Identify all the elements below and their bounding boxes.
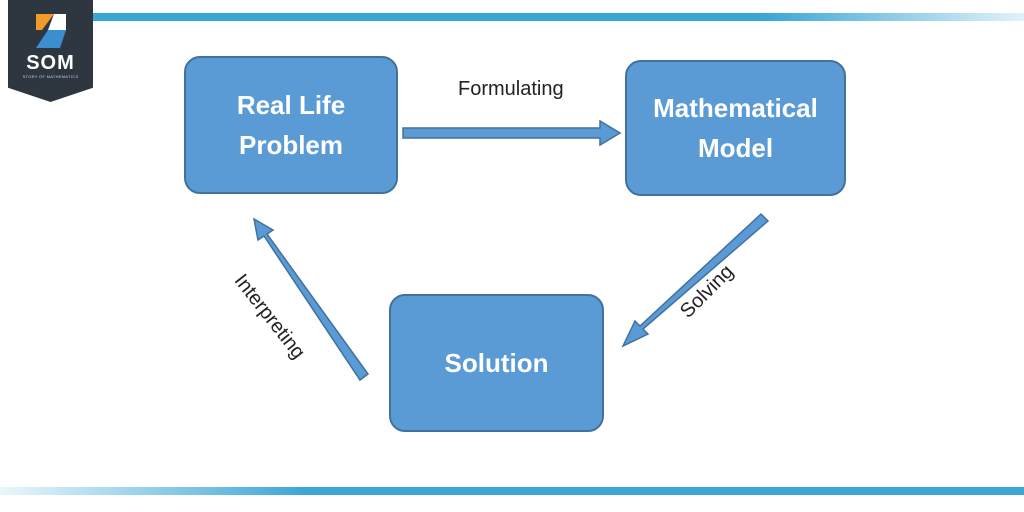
bottom-accent-bar — [0, 487, 1024, 495]
som-logo-mark-icon — [36, 14, 66, 48]
mathematical-model-line1: Mathematical — [653, 93, 818, 123]
real-life-problem-line2: Problem — [238, 130, 344, 160]
formulating-label: Formulating — [458, 78, 564, 100]
som-logo: SOM STORY OF MATHEMATICS — [8, 0, 93, 102]
top-accent-bar — [90, 13, 1024, 21]
formulating-arrow — [402, 119, 622, 147]
mathematical-model-line2: Model — [697, 133, 774, 163]
logo-text: SOM — [26, 52, 75, 74]
logo-subtext: STORY OF MATHEMATICS — [22, 74, 79, 79]
real-life-problem-line1: Real Life — [236, 90, 346, 120]
mathematical-model-node: Mathematical Model — [625, 60, 846, 196]
solution-label: Solution — [444, 348, 549, 378]
interpreting-arrow — [252, 217, 370, 382]
real-life-problem-node: Real Life Problem — [184, 56, 398, 194]
solution-node: Solution — [389, 294, 604, 432]
solving-arrow — [621, 212, 770, 348]
